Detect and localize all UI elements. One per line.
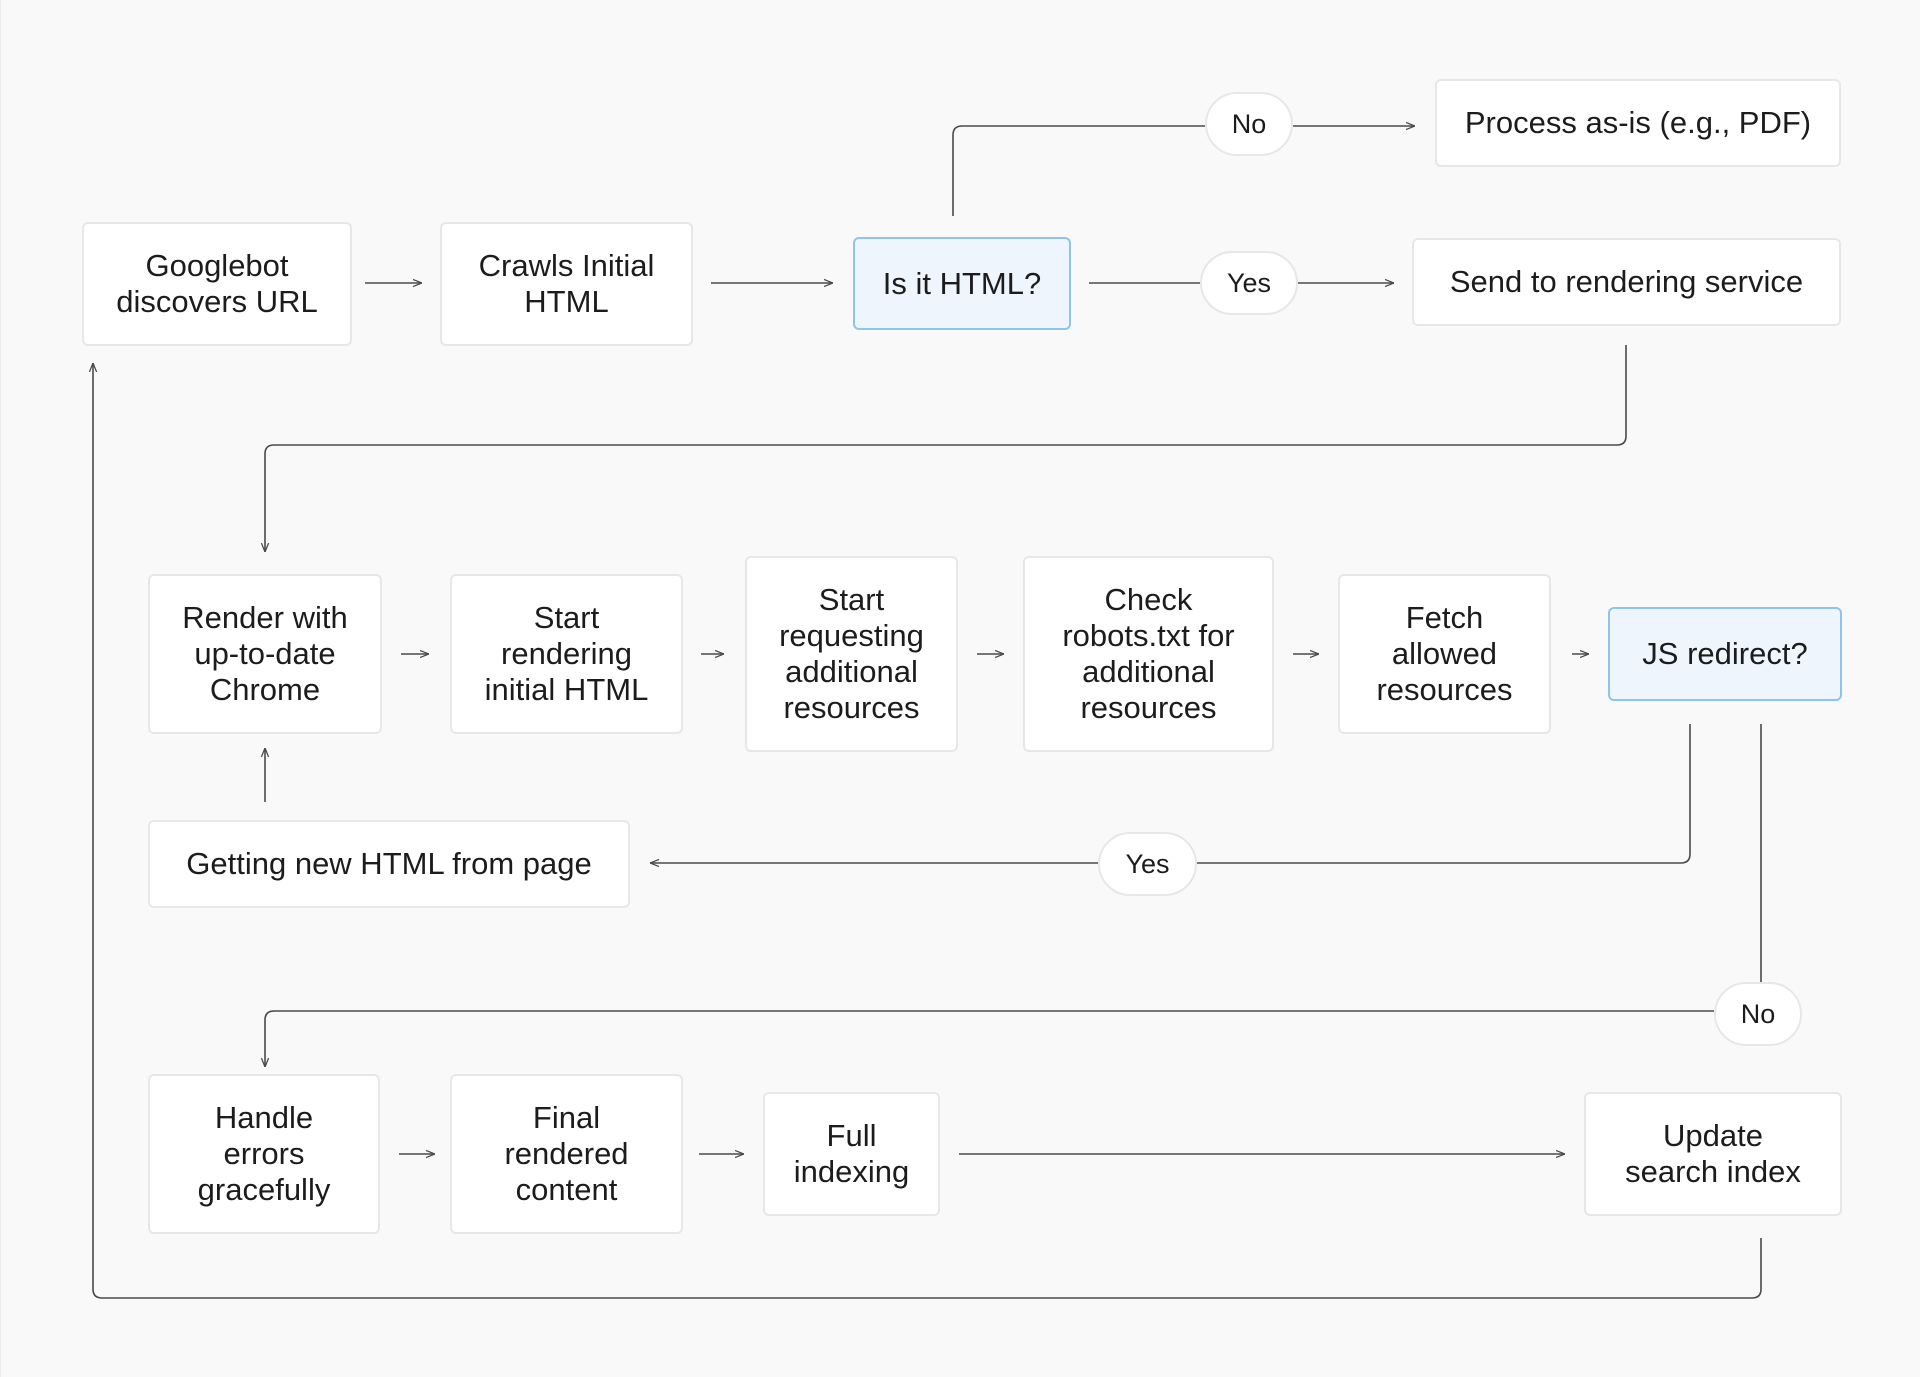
edge-no-to-handle-errors — [265, 1010, 1714, 1067]
edge-update-index-to-discover — [93, 363, 1762, 1299]
node-getting-new-html: Getting new HTML from page — [148, 820, 630, 908]
node-label: Render with up-to-date Chrome — [182, 600, 348, 707]
edge-js-redirect-to-yes — [1197, 724, 1691, 864]
node-label: Handle errors gracefully — [197, 1100, 331, 1207]
node-crawls-initial-html: Crawls Initial HTML — [440, 222, 693, 346]
node-label: Check robots.txt for additional resource… — [1062, 582, 1235, 725]
node-start-requesting-resources: Start requesting additional resources — [745, 556, 958, 752]
node-label: Full indexing — [793, 1118, 910, 1189]
decision-is-it-html: Is it HTML? — [853, 237, 1071, 330]
label-js-redirect-no: No — [1714, 982, 1802, 1046]
node-label: Fetch allowed resources — [1376, 600, 1513, 707]
node-label: Is it HTML? — [882, 265, 1042, 301]
label-js-redirect-yes: Yes — [1098, 832, 1197, 896]
node-handle-errors: Handle errors gracefully — [148, 1074, 380, 1234]
edge-is-html-to-no — [952, 125, 1205, 216]
node-full-indexing: Full indexing — [763, 1092, 940, 1216]
node-label: Start requesting additional resources — [779, 582, 924, 725]
node-googlebot-discovers-url: Googlebot discovers URL — [82, 222, 352, 346]
node-start-rendering-initial-html: Start rendering initial HTML — [450, 574, 683, 734]
node-label: Final rendered content — [504, 1100, 629, 1207]
label-is-html-no: No — [1205, 92, 1293, 156]
pill-text: No — [1231, 108, 1267, 139]
pill-text: Yes — [1125, 848, 1170, 879]
node-label: Send to rendering service — [1449, 264, 1804, 299]
label-is-html-yes: Yes — [1200, 251, 1298, 315]
node-label: Googlebot discovers URL — [116, 248, 318, 319]
node-fetch-allowed-resources: Fetch allowed resources — [1338, 574, 1551, 734]
edge-send-render-to-render-chrome — [265, 345, 1627, 552]
node-render-with-chrome: Render with up-to-date Chrome — [148, 574, 382, 734]
pill-text: Yes — [1226, 267, 1272, 298]
node-label: Update search index — [1625, 1118, 1801, 1189]
node-label: Getting new HTML from page — [186, 846, 592, 881]
decision-js-redirect: JS redirect? — [1608, 607, 1842, 701]
node-label: JS redirect? — [1642, 636, 1808, 671]
node-check-robots-txt: Check robots.txt for additional resource… — [1023, 556, 1274, 752]
pill-text: No — [1740, 998, 1776, 1029]
node-final-rendered-content: Final rendered content — [450, 1074, 683, 1234]
node-label: Process as-is (e.g., PDF) — [1464, 105, 1812, 140]
node-label: Start rendering initial HTML — [484, 600, 649, 707]
node-update-search-index: Update search index — [1584, 1092, 1842, 1216]
node-send-to-rendering-service: Send to rendering service — [1412, 238, 1841, 326]
node-process-as-is: Process as-is (e.g., PDF) — [1435, 79, 1841, 167]
node-label: Crawls Initial HTML — [478, 248, 655, 319]
